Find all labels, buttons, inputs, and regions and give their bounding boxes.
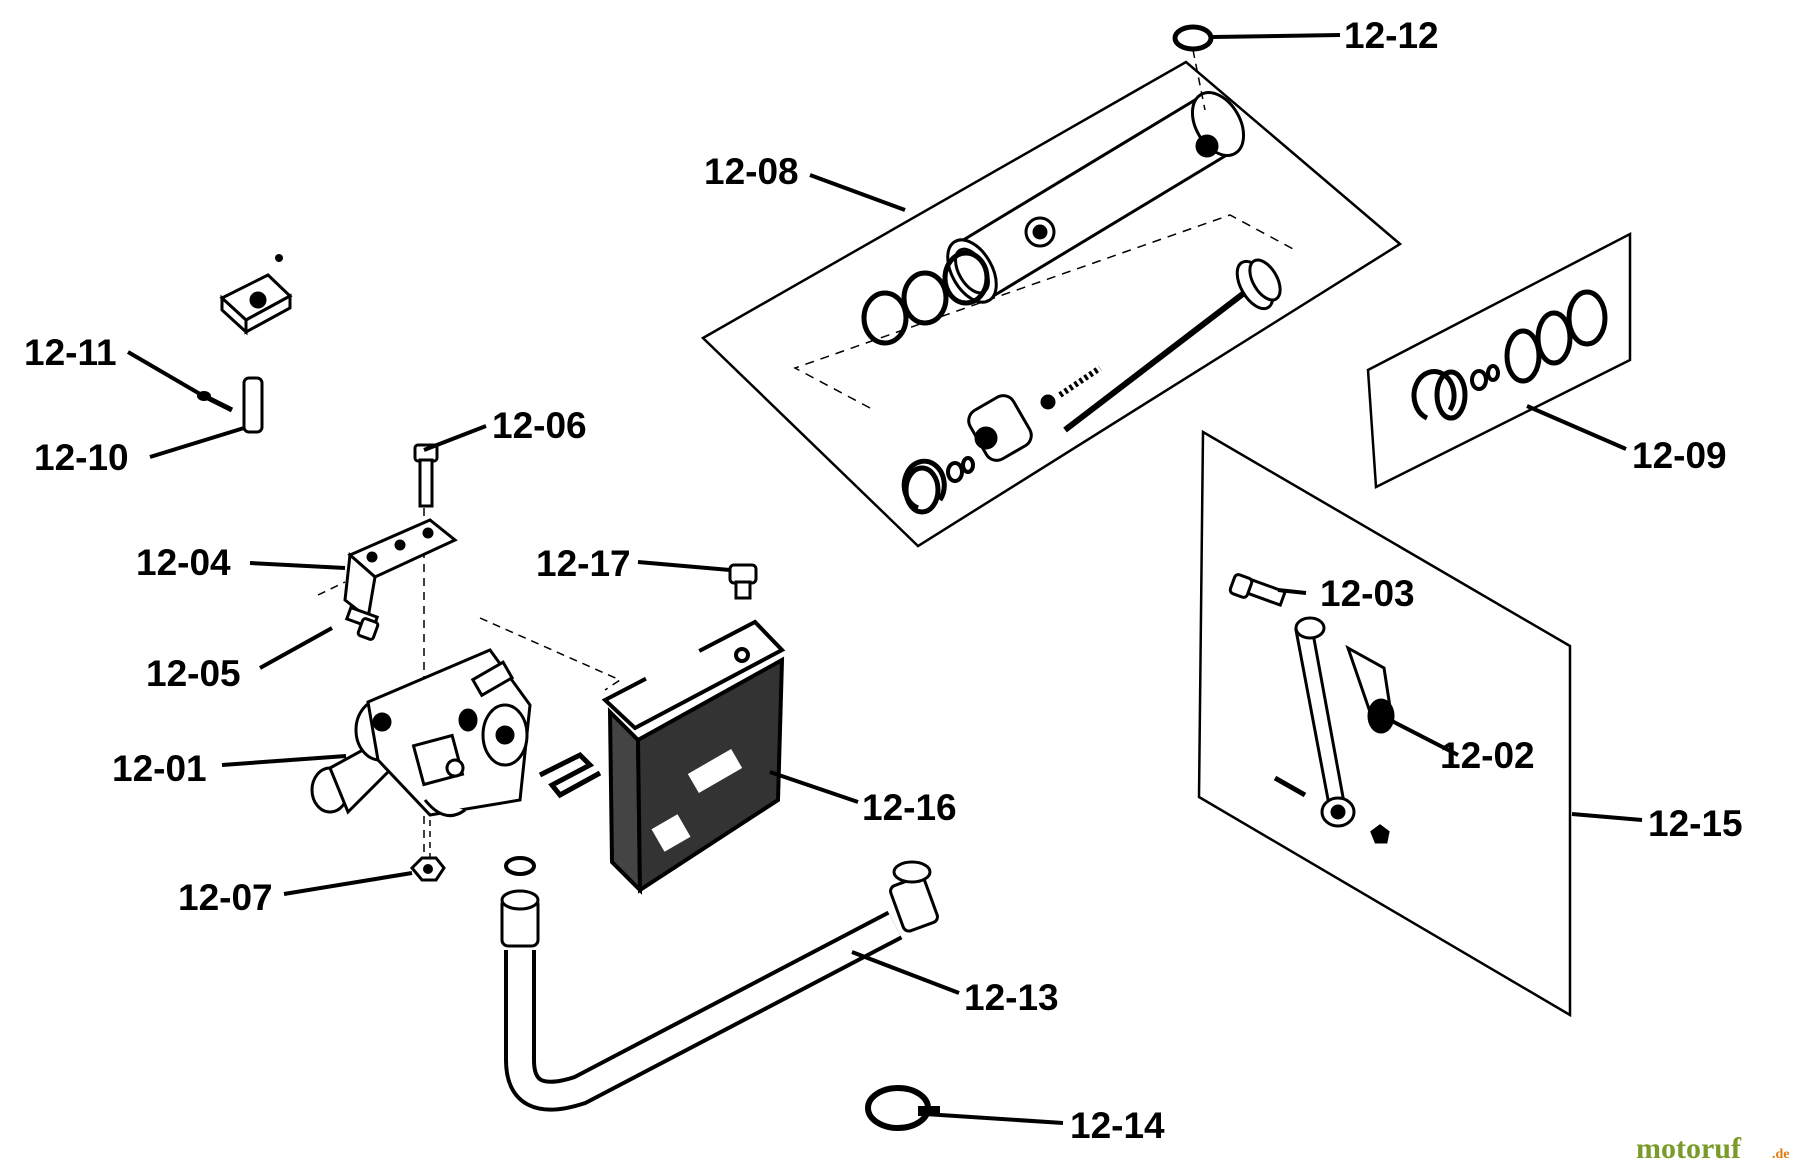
washer-icon	[1172, 24, 1214, 52]
mounting-screw-icon	[728, 563, 758, 600]
seal-kit-12-09-panel	[1366, 231, 1632, 489]
hose-clamp-screw-icon	[918, 1106, 940, 1116]
callout-12-15[interactable]: 12-15	[1648, 803, 1743, 844]
clevis-pin-icon	[242, 376, 264, 434]
seal-kit-12-08-panel	[700, 60, 1403, 548]
callout-12-04[interactable]: 12-04	[136, 542, 231, 583]
callout-12-13[interactable]: 12-13	[964, 977, 1059, 1018]
callout-12-09[interactable]: 12-09	[1632, 435, 1727, 476]
clevis-yoke-icon	[219, 254, 293, 336]
callout-12-14[interactable]: 12-14	[1070, 1105, 1165, 1146]
snap-ring-icon	[901, 458, 947, 511]
leader-lines	[126, 33, 1643, 1125]
callout-12-08[interactable]: 12-08	[704, 151, 799, 192]
bracket-guide-line	[317, 581, 346, 596]
bracket-bolt-icon	[344, 605, 380, 641]
hose-fill	[508, 914, 901, 1108]
callout-12-05[interactable]: 12-05	[146, 653, 241, 694]
lever-kit-12-15-panel	[1197, 429, 1572, 1018]
mounting-bracket-icon	[343, 518, 458, 621]
callout-12-12[interactable]: 12-12	[1344, 15, 1439, 56]
hydraulic-cylinder-assembly	[946, 91, 1282, 462]
callout-12-16[interactable]: 12-16	[862, 787, 957, 828]
hex-nut-hole-icon	[423, 864, 433, 874]
hose-fitting-icon	[500, 860, 939, 948]
callout-12-06[interactable]: 12-06	[492, 405, 587, 446]
oil-reservoir-icon	[601, 619, 786, 895]
washer-guide-line	[1192, 49, 1206, 111]
callout-12-11[interactable]: 12-11	[24, 332, 117, 373]
watermark-brand: motoruf	[1636, 1132, 1742, 1165]
seal-kit-rings	[1411, 289, 1608, 421]
callout-12-07[interactable]: 12-07	[178, 877, 273, 918]
control-lever-assembly	[1228, 573, 1395, 844]
control-valve-body-icon	[310, 648, 532, 818]
cylinder-assembly-guide-line	[793, 214, 1296, 409]
callout-12-02[interactable]: 12-02	[1440, 735, 1535, 776]
cotter-pin-head-icon	[197, 391, 211, 401]
callout-12-10[interactable]: 12-10	[34, 437, 129, 478]
watermark-suffix: .de	[1772, 1147, 1790, 1162]
hose-washer-icon	[504, 856, 536, 876]
callout-12-03[interactable]: 12-03	[1320, 573, 1415, 614]
watermark-logo: motoruf .de	[1636, 1132, 1790, 1165]
mounting-bolt-icon	[413, 443, 439, 508]
link-clip-icon	[538, 751, 602, 799]
callout-12-17[interactable]: 12-17	[536, 543, 631, 584]
callout-12-01[interactable]: 12-01	[112, 748, 207, 789]
